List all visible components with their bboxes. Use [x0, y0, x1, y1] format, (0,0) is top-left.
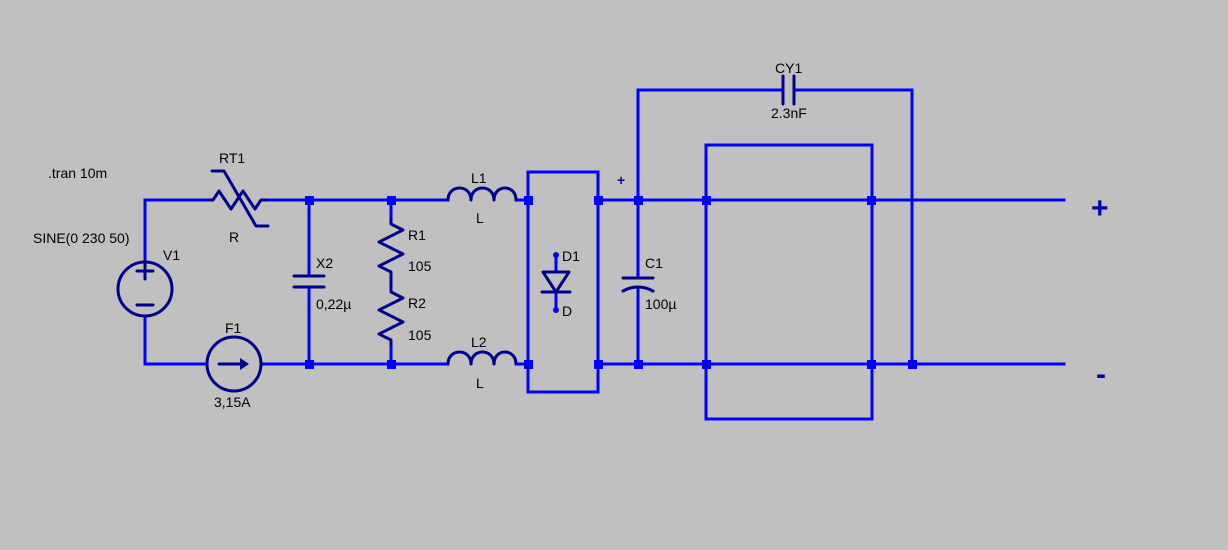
rt1-ref-label: RT1: [219, 150, 245, 166]
resistor-r1[interactable]: [377, 217, 405, 282]
polarity-plus-mark: +: [617, 172, 625, 188]
d1-ref-label: D1: [562, 248, 580, 264]
c1-value-label: 100µ: [645, 296, 676, 312]
v1-value-label: SINE(0 230 50): [33, 230, 130, 246]
cy1-ref-label: CY1: [775, 60, 802, 76]
r2-ref-label: R2: [408, 295, 426, 311]
capacitor-x2[interactable]: [292, 274, 326, 289]
rt1-value-label: R: [229, 229, 239, 245]
resistor-r2[interactable]: [377, 278, 405, 347]
r1-ref-label: R1: [408, 227, 426, 243]
r2-value-label: 105: [408, 327, 432, 343]
c1-ref-label: C1: [645, 255, 663, 271]
r1-value-label: 105: [408, 258, 432, 274]
x2-ref-label: X2: [316, 255, 333, 271]
f1-ref-label: F1: [225, 320, 242, 336]
thermistor-rt1[interactable]: [206, 169, 270, 228]
l2-ref-label: L2: [471, 334, 487, 350]
d1-value-label: D: [562, 303, 572, 319]
v1-ref-label: V1: [163, 247, 180, 263]
wires: [143, 88, 1066, 421]
output-plus-label: +: [1091, 192, 1109, 225]
capacitor-c1[interactable]: [621, 276, 655, 293]
capacitor-cy1[interactable]: [781, 74, 796, 106]
junction-nodes: [305, 196, 917, 369]
diode-d1[interactable]: [540, 252, 572, 313]
l1-ref-label: L1: [471, 170, 487, 186]
output-minus-label: -: [1096, 358, 1106, 391]
l1-value-label: L: [476, 210, 484, 226]
fuse-f1[interactable]: [205, 335, 263, 393]
f1-value-label: 3,15A: [214, 394, 251, 410]
l2-value-label: L: [476, 375, 484, 391]
inductor-l2[interactable]: [446, 350, 518, 366]
tran-directive[interactable]: .tran 10m: [48, 165, 107, 181]
voltage-source-v1[interactable]: [116, 260, 174, 318]
cy1-value-label: 2.3nF: [771, 105, 807, 121]
inductor-l1[interactable]: [446, 186, 518, 202]
x2-value-label: 0,22µ: [316, 296, 351, 312]
